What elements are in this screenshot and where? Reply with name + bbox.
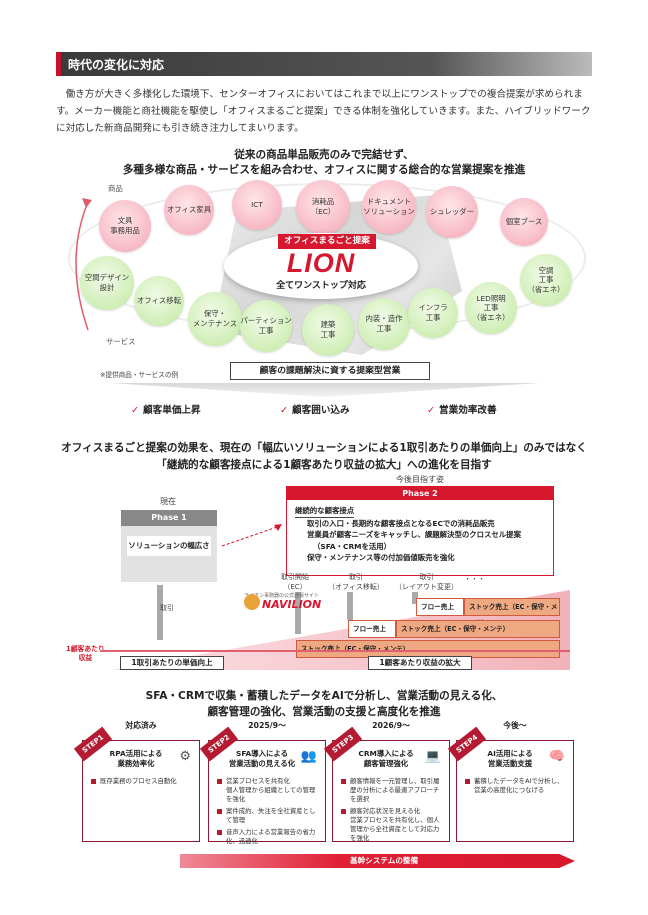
stock-sales: ストック売上（EC・保守・メンテ） — [464, 598, 560, 627]
s1-heading-line1: 従来の商品単品販売のみで完結せず、 — [234, 149, 414, 161]
now-label: 現在 — [160, 497, 176, 506]
service-bubble: 空間デザイン 設計 — [80, 256, 134, 310]
phase2-item: （SFA・CRMを活用） — [313, 541, 392, 551]
s1-heading-line2: 多種多様な商品・サービスを組み合わせ、オフィスに関する総合的な営業提案を推進 — [122, 164, 526, 176]
s2-heading-line1: オフィスまるごと提案の効果を、現在の「幅広いソリューションによる1取引あたりの単… — [61, 442, 587, 454]
product-bubble: オフィス家具 — [164, 185, 214, 235]
stock-sales: ストック売上（EC・保守・メンテ） — [396, 620, 560, 638]
solution-banner: 顧客の課題解決に資する提案型営業 — [230, 362, 430, 380]
product-bubble: ICT — [232, 180, 282, 230]
core-system-arrow: 基幹システムの整備 — [180, 854, 575, 868]
product-bubble: シュレッダー — [426, 186, 478, 238]
product-bubble: 文具 事務用品 — [99, 200, 151, 252]
banner-arrow — [110, 383, 540, 397]
axis-products: 商品 — [108, 184, 123, 193]
axis-services: サービス — [106, 337, 136, 346]
trade-label: 取引 — [160, 604, 174, 612]
phase2-title: Phase 2 — [287, 487, 553, 500]
section-header: 時代の変化に対応 — [56, 52, 592, 76]
step-bullet: 営業プロセスを共有化 個人管理から組織としての管理を強化 — [217, 777, 321, 804]
step-bullet: 顧客対応状況を見える化 営業プロセスを共有化し、個人管理から全社資産として対応力… — [341, 807, 445, 843]
s2-heading-line2: 「継続的な顧客接点による1顧客あたり収益の拡大」への進化を目指す — [156, 459, 492, 471]
check-icon: ✓ — [280, 405, 289, 416]
navilion-caption: ライオン事務器の公式通販サイト — [244, 593, 320, 599]
phase-arrow — [221, 524, 282, 547]
center-tag: オフィスまるごと提案 — [278, 234, 376, 249]
flow-sales: フロー売上 — [416, 598, 464, 616]
header-accent — [56, 52, 61, 76]
trade-move: 取引 （オフィス移転） — [328, 573, 384, 591]
s3-heading-line1: SFA・CRMで収集・蓄積したデータをAIで分析し、営業活動の見える化、 — [145, 690, 503, 702]
center-subtitle: 全てワンストップ対応 — [276, 281, 366, 291]
example-note: ※提供商品・サービスの例 — [100, 371, 179, 379]
step-timing: 今後～ — [503, 721, 527, 730]
orbit-arrows — [75, 198, 92, 331]
step-bullet: 案件成約、失注を全社資産として管理 — [217, 807, 321, 825]
product-bubble: ドキュメント ソリューション — [362, 180, 416, 234]
service-bubble: 保守・ メンテナンス — [188, 292, 242, 346]
trade-arrow-ec — [295, 592, 301, 634]
phase2-item: 営業員が顧客ニーズをキャッチし、課題解決型のクロスセル提案 — [307, 530, 521, 539]
service-bubble: パーティション 工事 — [240, 300, 292, 352]
step-bullet: 蓄積したデータをAIで分析し、営業の高度化につなげる — [465, 777, 569, 795]
phase2-item: 取引の入口・長期的な顧客接点となるECでの消耗品販売 — [307, 518, 495, 528]
step-title: RPA活用による 業務効率化 — [109, 749, 163, 768]
s3-heading-line2: 顧客管理の強化、営業活動の支援と高度化を推進 — [207, 706, 441, 718]
phase1-title: Phase 1 — [121, 510, 217, 526]
core-system-label: 基幹システムの整備 — [350, 856, 419, 865]
check-icon: ✓ — [131, 405, 140, 416]
phase1-box: Phase 1 ソリューションの幅広さ — [121, 510, 217, 582]
trade-arrow-move — [347, 592, 353, 620]
check-efficiency: ✓営業効率改善 — [427, 405, 497, 416]
step-timing: 2025/9～ — [248, 721, 286, 730]
step-bullet: 音声入力による営業報告の省力化、迅速化 — [217, 828, 321, 846]
service-bubble: オフィス移転 — [134, 276, 184, 326]
phase2-item: 保守・メンテナンス等の付加価値販売を強化 — [307, 553, 455, 562]
service-bubble: LED照明 工事 （省エネ） — [465, 282, 517, 334]
check-retention: ✓顧客囲い込み — [280, 405, 350, 416]
service-bubble: 建築 工事 — [302, 304, 354, 356]
footer-left: 1取引あたりの単価向上 — [120, 656, 224, 670]
phase2-heading: 継続的な顧客接点 — [295, 505, 355, 518]
step-title: SFA導入による 営業活動の見える化 — [228, 749, 296, 768]
product-bubble: 個室ブース — [500, 198, 548, 246]
check-icon: ✓ — [427, 405, 436, 416]
service-bubble: インフラ 工事 — [408, 288, 458, 338]
trade-arrow-1 — [157, 585, 163, 640]
phase1-content: ソリューションの幅広さ — [127, 536, 211, 556]
trade-ec: 取引開始 （EC） — [281, 573, 309, 591]
trade-layout: 取引 （レイアウト変更） — [395, 573, 458, 591]
phase2-box: Phase 2 継続的な顧客接点 取引の入口・長期的な顧客接点となるECでの消耗… — [286, 486, 554, 576]
service-bubble: 内装・造作 工事 — [358, 298, 410, 350]
y-axis-label: 1顧客あたり 収益 — [66, 645, 105, 662]
step-timing: 対応済み — [125, 721, 157, 730]
future-label: 今後目指す姿 — [396, 475, 444, 484]
revenue-axis-arrow — [100, 650, 570, 652]
step-bullet: 既存業務のプロセス自動化 — [91, 777, 195, 786]
step-icon: 👥 — [300, 749, 317, 764]
product-bubble: 消耗品 （EC） — [296, 180, 350, 234]
section-title: 時代の変化に対応 — [68, 58, 165, 72]
trade-arrow-layout — [412, 592, 418, 604]
lion-logo: LION — [286, 248, 356, 278]
footer-right: 1顧客あたり収益の拡大 — [368, 656, 472, 670]
check-unit-price: ✓顧客単価上昇 — [131, 405, 201, 416]
intro-paragraph: 働き方が大きく多様化した環境下、センターオフィスにおいてはこれまで以上にワンスト… — [56, 89, 591, 134]
step-timing: 2026/9～ — [372, 721, 410, 730]
service-bubble: 空調 工事 （省エネ） — [520, 254, 572, 306]
step-bullet: 顧客情報を一元管理し、取引履歴の分析による最適アプローチを選択 — [341, 777, 445, 804]
step-icon: 🧠 — [548, 749, 565, 764]
step-icon: 💻 — [424, 749, 441, 764]
navilion-logo: NAVILION — [262, 598, 322, 611]
step-title: CRM導入による 顧客管理強化 — [358, 749, 414, 768]
flow-sales: フロー売上 — [348, 620, 396, 638]
step-title: AI活用による 営業活動支援 — [487, 749, 533, 768]
step-icon: ⚙ — [179, 749, 191, 764]
navilion-mascot-icon — [244, 594, 260, 610]
more-dots: ・・・ — [464, 575, 485, 583]
